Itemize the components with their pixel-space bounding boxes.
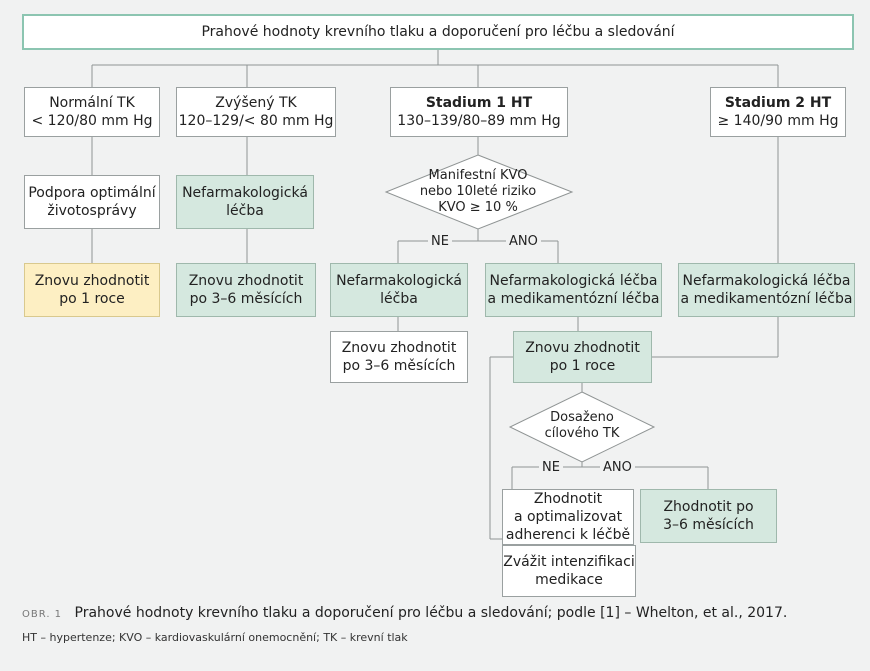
box-elevated-nonpharm: Nefarmakologická léčba [176, 175, 314, 229]
branch-label-yes-2: ANO [600, 460, 635, 475]
category-stage1-hypertension: Stadium 1 HT 130–139/80–89 mm Hg [390, 87, 568, 137]
figure-label: OBR. 1 [22, 609, 63, 620]
decision-target-bp-text: Dosaženo cílového TK [544, 410, 620, 441]
decision-diamond-cvd-risk [384, 154, 574, 230]
box-consider-intensification: Zvážit intenzifikaci medikace [502, 545, 636, 597]
box-stage1-nonpharm: Nefarmakologická léčba [330, 263, 468, 317]
box-reassess-1-year: Znovu zhodnotit po 1 roce [513, 331, 652, 383]
branch-label-no-1: NE [428, 234, 452, 249]
connector-lines [91, 50, 779, 545]
box-lifestyle-support: Podpora optimální životosprávy [24, 175, 160, 229]
figure-caption: OBR. 1 Prahové hodnoty krevního tlaku a … [22, 604, 862, 624]
box-stage1-combined-therapy: Nefarmakologická léčba a medikamentózní … [485, 263, 662, 317]
decision-diamond-target-bp [508, 391, 656, 463]
diagram-title: Prahové hodnoty krevního tlaku a doporuč… [22, 14, 854, 50]
box-stage2-combined-therapy: Nefarmakologická léčba a medikamentózní … [678, 263, 855, 317]
box-evaluate-adherence: Zhodnotit a optimalizovat adherenci k lé… [502, 489, 634, 545]
abbreviation-legend: HT – hypertenze; KVO – kardiovaskulární … [22, 631, 408, 644]
decision-cvd-risk-text: Manifestní KVO nebo 10leté riziko KVO ≥ … [419, 168, 537, 215]
figure-caption-text: Prahové hodnoty krevního tlaku a doporuč… [74, 605, 788, 621]
box-normal-reassess-1-year: Znovu zhodnotit po 1 roce [24, 263, 160, 317]
flowchart: Prahové hodnoty krevního tlaku a doporuč… [22, 14, 855, 597]
box-reassess-3-6-months-final: Zhodnotit po 3–6 měsících [640, 489, 777, 543]
branch-label-yes-1: ANO [506, 234, 541, 249]
box-stage1-reassess-3-6-months: Znovu zhodnotit po 3–6 měsících [330, 331, 468, 383]
branch-label-no-2: NE [539, 460, 563, 475]
category-elevated-bp: Zvýšený TK 120–129/< 80 mm Hg [176, 87, 336, 137]
box-elevated-reassess-3-6-months: Znovu zhodnotit po 3–6 měsících [176, 263, 316, 317]
category-stage2-hypertension: Stadium 2 HT ≥ 140/90 mm Hg [710, 87, 846, 137]
category-normal-bp: Normální TK < 120/80 mm Hg [24, 87, 160, 137]
